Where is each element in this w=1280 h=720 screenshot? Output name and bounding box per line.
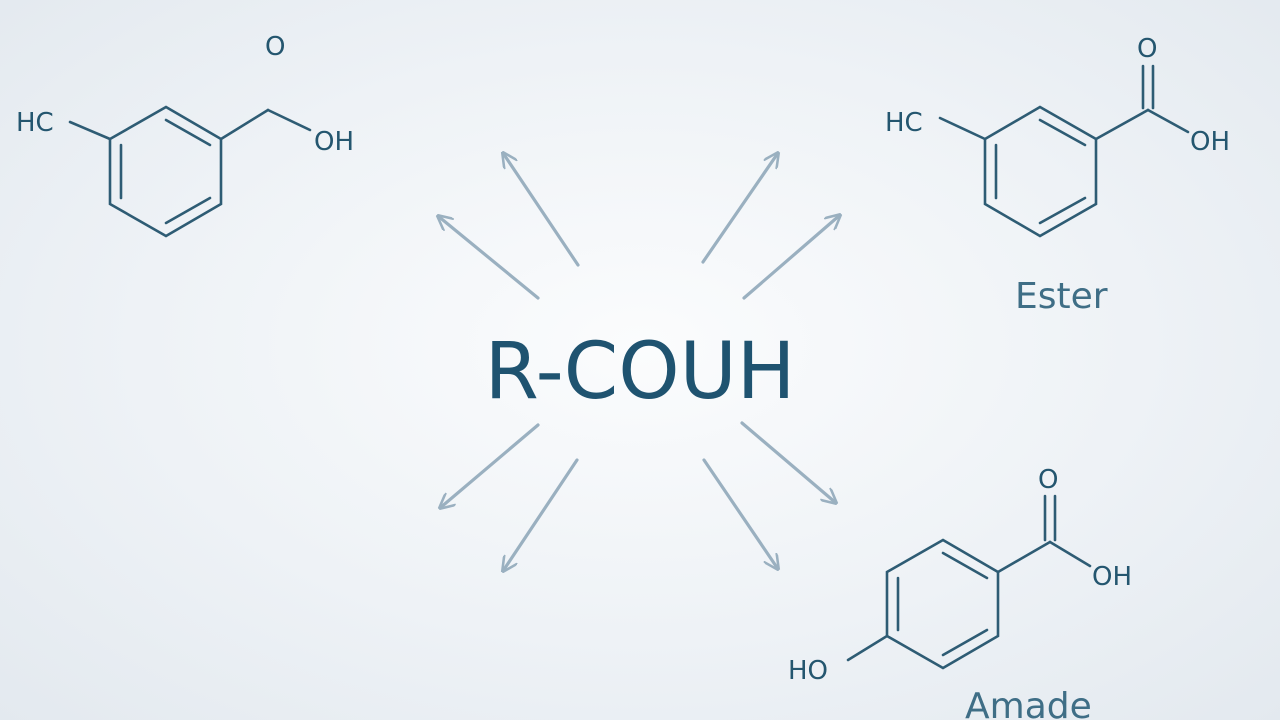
arrow-up-right: [701, 153, 778, 264]
arrow-left-down: [440, 423, 540, 508]
arrow-group: [438, 153, 840, 571]
arrow-left-up: [438, 216, 540, 300]
carbonyl-oxygen-label: O: [1137, 34, 1157, 64]
carbonyl-oxygen-label: O: [1038, 465, 1058, 495]
molecule-bottom-right: O OH HO Amade: [788, 465, 1132, 720]
molecule-top-right: HC O OH Ester: [885, 34, 1230, 317]
carbonyl-oxygen-label: O: [265, 32, 285, 62]
ester-caption: Ester: [1015, 276, 1108, 317]
methyl-label: HC: [885, 108, 923, 138]
methyl-bond: [938, 116, 987, 141]
benzene-ring: [983, 105, 1098, 238]
benzene-ring: [885, 538, 1000, 670]
arrow-right-down: [740, 421, 836, 503]
carbon-bond: [1094, 108, 1150, 141]
arrow-right-up: [742, 215, 840, 300]
molecule-top-left: HC O OH: [16, 32, 354, 238]
arrow-down-left: [503, 458, 579, 571]
hydroxyl-bond: [1146, 108, 1190, 134]
carbon-bond: [219, 108, 270, 141]
arrow-down-right: [702, 458, 778, 569]
para-hydroxyl-label: HO: [788, 656, 828, 686]
hydroxyl-bond: [1048, 540, 1092, 568]
methyl-label: HC: [16, 108, 54, 138]
hydroxyl-label: OH: [1190, 127, 1230, 157]
benzene-ring: [108, 105, 223, 238]
hydroxyl-label: OH: [314, 127, 354, 157]
center-formula: R-COUH: [485, 327, 796, 417]
methyl-bond: [68, 120, 112, 141]
carbon-bond: [996, 540, 1052, 574]
hydroxyl-label: OH: [1092, 562, 1132, 592]
hydroxyl-bond: [266, 108, 312, 132]
amade-caption: Amade: [965, 686, 1092, 720]
para-hydroxyl-bond: [846, 634, 889, 662]
arrow-up-left: [503, 153, 580, 267]
